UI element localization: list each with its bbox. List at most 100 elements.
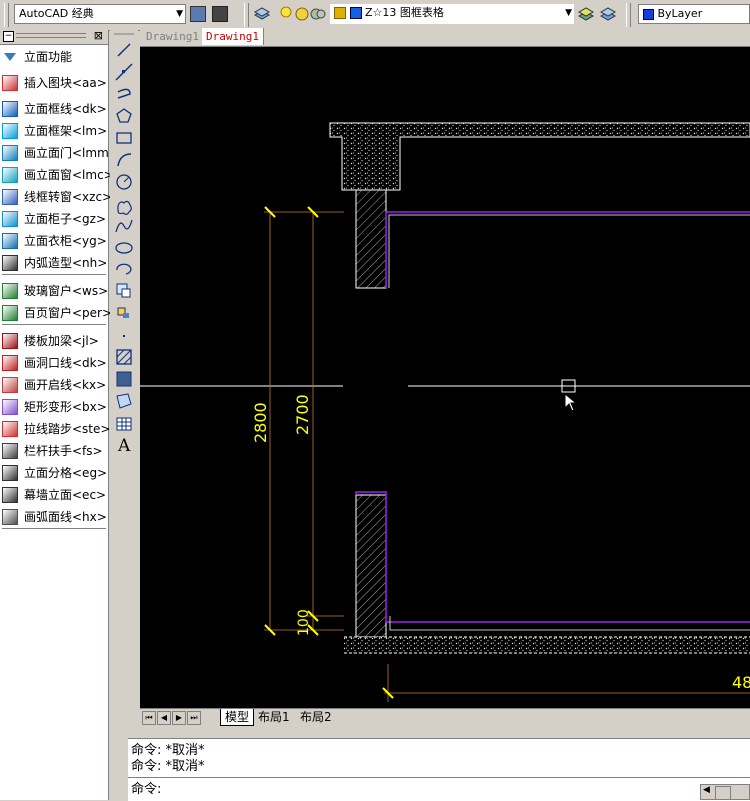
palette-item-label: 画立面门<lmm> (24, 146, 119, 160)
curtain-wall-icon (2, 487, 18, 503)
palette-item[interactable]: 画弧面线<hx> (0, 506, 107, 528)
top-toolbar: AutoCAD 经典 ▼ Z☆13 图框表格 ▼ ByLayer (0, 0, 750, 31)
convert-window-icon (2, 189, 18, 205)
palette-item[interactable]: 矩形变形<bx> (0, 396, 107, 418)
chevron-down-icon (2, 49, 18, 65)
upper-frame-line (385, 211, 750, 288)
layer-lock-icon[interactable] (310, 6, 326, 22)
construction-line-icon[interactable] (115, 63, 133, 81)
palette-item-label: 幕墙立面<ec> (24, 488, 107, 502)
palette-item-label: 矩形变形<bx> (24, 400, 107, 414)
palette-separator (2, 274, 106, 276)
door-icon (2, 145, 18, 161)
first-tab-icon[interactable]: ⏮ (142, 711, 156, 725)
palette-item[interactable]: 立面分格<eg> (0, 462, 108, 484)
palette-item-label: 画立面窗<lmc> (24, 168, 114, 182)
lower-wall (355, 494, 387, 638)
dim-text-48: 48 (732, 673, 750, 692)
command-prompt[interactable]: 命令: (131, 782, 162, 797)
collapse-icon[interactable]: − (3, 31, 14, 42)
layer-freeze-icon[interactable] (294, 6, 310, 22)
palette-item-label: 线框转窗<xzc> (24, 190, 113, 204)
circle-icon[interactable] (116, 174, 132, 190)
close-icon[interactable]: ⊠ (93, 29, 103, 42)
next-tab-icon[interactable]: ▶ (172, 711, 186, 725)
palette-item[interactable]: 立面衣柜<yg> (0, 230, 107, 252)
layer-combo[interactable]: Z☆13 图框表格 ▼ (330, 4, 574, 24)
table-icon[interactable] (116, 417, 132, 431)
palette-item[interactable]: 画开启线<kx> (0, 374, 106, 396)
palette-item-label: 立面框线<dk> (24, 102, 107, 116)
palette-grip[interactable] (16, 33, 86, 38)
save-workspace-icon[interactable] (212, 6, 228, 22)
section-title: 立面功能 (24, 50, 73, 64)
frame-icon (2, 123, 18, 139)
color-combo[interactable]: ByLayer (638, 4, 750, 24)
palette-item[interactable]: 立面框架<lm> (0, 120, 107, 142)
region-icon[interactable] (116, 393, 132, 409)
palette-item[interactable]: 插入图块<aa> (0, 72, 107, 94)
make-current-layer-icon[interactable] (577, 6, 595, 22)
palette-separator (2, 324, 106, 326)
layer-previous-icon[interactable] (599, 6, 617, 22)
tool-palette: − ⊠ 立面功能 插入图块<aa> 立面框线<dk> 立面框架<lm> 画立面门<lm… (0, 29, 119, 800)
pickbox (561, 379, 576, 393)
command-history-line: 命令: *取消* (131, 743, 205, 758)
tab-drawing1-active[interactable]: Drawing1 (202, 28, 264, 45)
palette-item-label: 拉线踏步<ste> (24, 422, 111, 436)
rectangle-icon[interactable] (116, 132, 132, 144)
palette-item[interactable]: 百页窗户<per> (0, 302, 112, 324)
scroll-thumb[interactable] (715, 786, 731, 800)
point-icon[interactable] (123, 335, 125, 337)
palette-item[interactable]: 拉线踏步<ste> (0, 418, 110, 440)
toolbar-grip[interactable] (4, 3, 9, 27)
spline-icon[interactable] (115, 219, 133, 233)
ellipse-arc-icon[interactable] (116, 263, 132, 275)
layer-color-swatch (349, 7, 362, 19)
palette-item[interactable]: 画洞口线<dk> (0, 352, 107, 374)
revision-cloud-icon[interactable] (117, 200, 132, 215)
hatch-icon[interactable] (116, 349, 132, 365)
polygon-icon[interactable] (116, 108, 132, 123)
arc-icon[interactable] (117, 153, 132, 167)
palette-item[interactable]: 立面柜子<gz> (0, 208, 106, 230)
palette-section-header[interactable]: 立面功能 (0, 46, 106, 68)
rect-transform-icon (2, 399, 18, 415)
toolbar-grip[interactable] (626, 3, 631, 27)
palette-item-label: 画弧面线<hx> (24, 510, 107, 524)
workspace-settings-icon[interactable] (190, 6, 206, 22)
palette-item[interactable]: 玻璃窗户<ws> (0, 280, 108, 302)
toolbar-grip[interactable] (244, 3, 249, 27)
palette-item[interactable]: 栏杆扶手<fs> (0, 440, 106, 462)
palette-item[interactable]: 画立面门<lmm> (0, 142, 119, 164)
command-scrollbar[interactable]: ◀ (700, 784, 750, 800)
polyline-icon[interactable] (117, 88, 131, 99)
scroll-left-icon[interactable]: ◀ (703, 785, 710, 795)
tab-drawing1-inactive[interactable]: Drawing1 (142, 28, 204, 45)
tab-model[interactable]: 模型 (220, 709, 255, 726)
tab-layout2[interactable]: 布局2 (300, 710, 332, 724)
color-value: ByLayer (657, 7, 703, 20)
palette-item[interactable]: 画立面窗<lmc> (0, 164, 114, 186)
prev-tab-icon[interactable]: ◀ (157, 711, 171, 725)
make-block-icon[interactable] (117, 307, 129, 318)
multiline-text-icon[interactable]: A (118, 436, 131, 456)
window-icon (2, 167, 18, 183)
layer-manager-icon[interactable] (253, 6, 271, 22)
gradient-icon[interactable] (116, 371, 132, 387)
drawing-canvas[interactable]: 2800 2700 100 48 (140, 47, 750, 708)
palette-item[interactable]: 楼板加梁<jl> (0, 330, 106, 352)
tab-layout1[interactable]: 布局1 (258, 710, 290, 724)
layer-on-icon[interactable] (278, 6, 294, 22)
palette-item[interactable]: 内弧造型<nh> (0, 252, 107, 274)
insert-block-icon[interactable] (116, 283, 131, 298)
chevron-down-icon: ▼ (176, 9, 183, 19)
palette-item[interactable]: 线框转窗<xzc> (0, 186, 112, 208)
line-icon[interactable] (117, 43, 131, 57)
palette-item-label: 立面分格<eg> (24, 466, 108, 480)
workspace-combo[interactable]: AutoCAD 经典 ▼ (14, 4, 186, 24)
palette-item[interactable]: 立面框线<dk> (0, 98, 107, 120)
ellipse-icon[interactable] (115, 242, 133, 254)
palette-item[interactable]: 幕墙立面<ec> (0, 484, 106, 506)
last-tab-icon[interactable]: ⏭ (187, 711, 201, 725)
